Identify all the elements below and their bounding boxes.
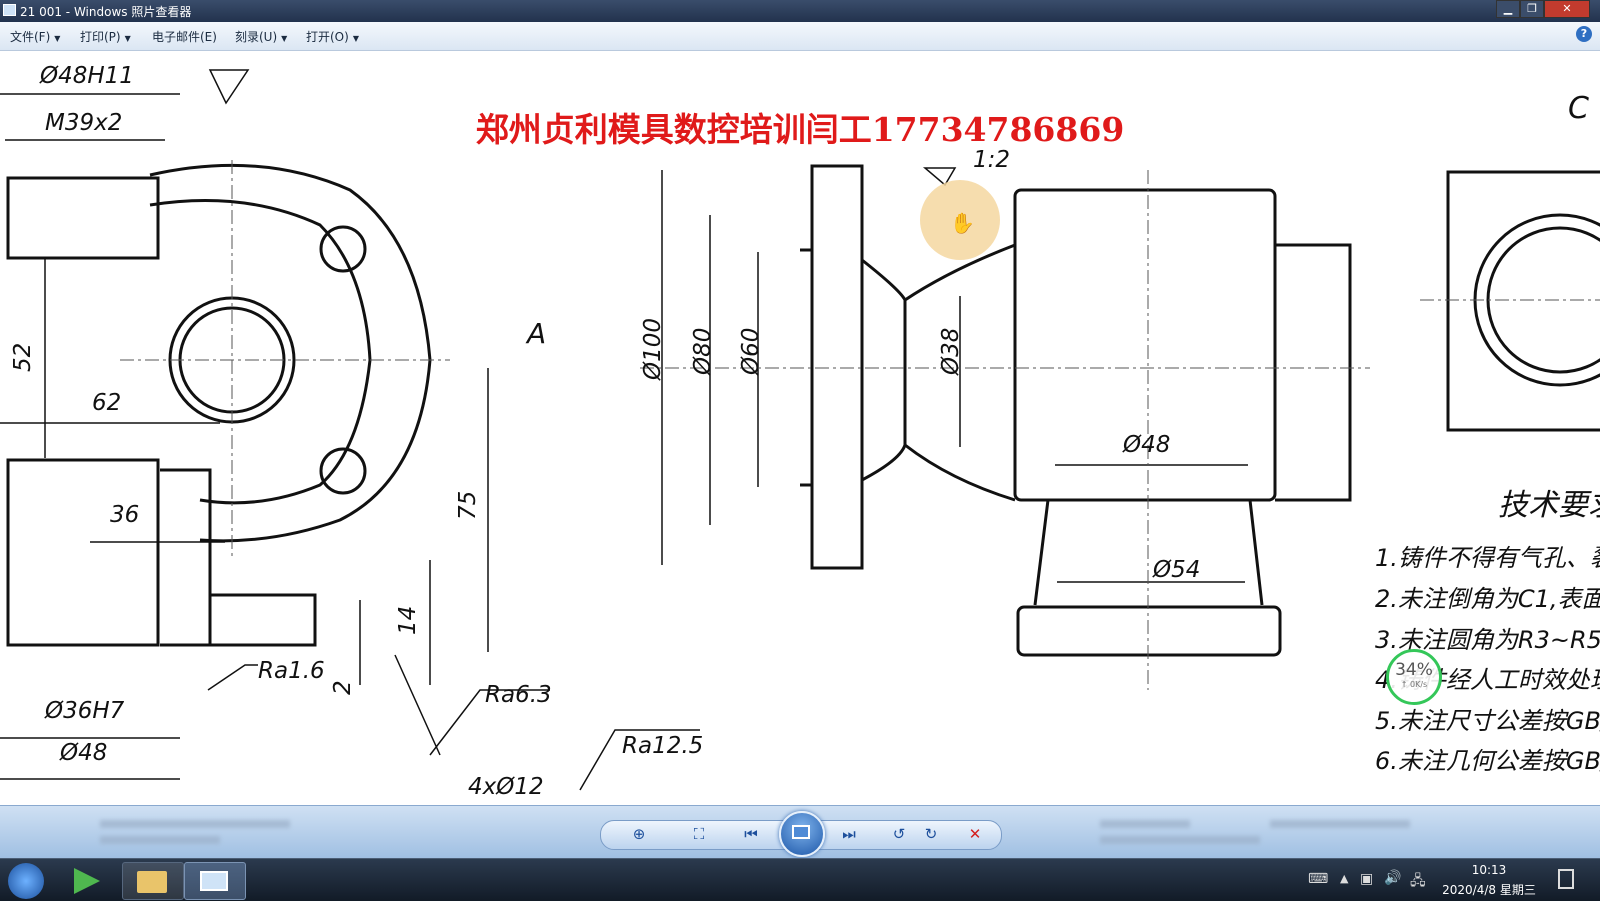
dim-label: M39x2 <box>45 110 122 136</box>
blurred-info <box>1100 836 1260 844</box>
slideshow-icon <box>792 825 810 839</box>
blurred-info <box>100 820 290 828</box>
folder-icon <box>137 871 167 893</box>
rotate-left-icon[interactable]: ↺ <box>892 825 906 843</box>
menu-open-label: 打开(O) <box>306 30 349 44</box>
menu-file[interactable]: 文件(F)▼ <box>10 28 60 45</box>
menu-open[interactable]: 打开(O)▼ <box>306 28 359 45</box>
minimize-button[interactable]: ▁ <box>1496 0 1520 18</box>
volume-icon[interactable]: 🔊 <box>1384 870 1402 886</box>
menu-file-label: 文件(F) <box>10 30 51 44</box>
taper-label: 1:2 <box>973 147 1010 173</box>
dim-label: 36 <box>110 502 139 528</box>
menu-print[interactable]: 打印(P)▼ <box>80 28 131 45</box>
blurred-info <box>100 836 220 844</box>
menu-email[interactable]: 电子邮件(E) <box>152 28 217 45</box>
viewer-toolbar: ⊕ ⛶ ⏮ ⏭ ↺ ↻ ✕ <box>0 805 1600 859</box>
taskbar: ⌨ ▲ ▣ 🔊 🖧 10:13 2020/4/8 星期三 <box>0 858 1600 901</box>
title-bar: 21 001 - Windows 照片查看器 ▁ ❐ ✕ <box>0 0 1600 22</box>
photo-viewer-app-icon <box>3 4 16 16</box>
menu-email-label: 电子邮件(E) <box>152 30 217 44</box>
show-hidden-icons[interactable]: ▲ <box>1340 872 1349 885</box>
rotate-right-icon[interactable]: ↻ <box>924 825 938 843</box>
dim-label: 75 <box>455 491 481 520</box>
front-base <box>1016 605 1282 657</box>
next-icon[interactable]: ⏭ <box>842 825 856 843</box>
clock-date[interactable]: 2020/4/8 星期三 <box>1442 883 1536 897</box>
right-view-frame <box>1446 170 1600 432</box>
dim-label: Ø54 <box>1152 557 1200 583</box>
window-title: 21 001 - Windows 照片查看器 <box>20 5 192 19</box>
tech-req-item: 1.铸件不得有气孔、裂纹及 <box>1375 544 1600 572</box>
dim-label: Ø48H11 <box>39 63 134 89</box>
roughness-label: Ra1.6 <box>258 658 325 684</box>
menu-burn-label: 刻录(U) <box>235 30 278 44</box>
tech-req-item: 5.未注尺寸公差按GB/T <box>1375 707 1600 735</box>
tech-req-item: 2.未注倒角为C1,表面粗糙 <box>1375 585 1600 613</box>
slideshow-button[interactable] <box>779 811 825 857</box>
roughness-label: Ra12.5 <box>622 733 703 759</box>
dim-label: Ø100 <box>640 318 666 381</box>
chevron-down-icon: ▼ <box>352 34 359 43</box>
front-body <box>1013 188 1277 502</box>
keyboard-icon[interactable]: ⌨ <box>1308 871 1329 887</box>
explorer-taskbar-button[interactable] <box>122 862 184 900</box>
device-icon[interactable]: ▣ <box>1360 871 1374 887</box>
speed-rate: ↑ 0K/s <box>1400 680 1428 689</box>
menu-print-label: 打印(P) <box>80 30 121 44</box>
delete-icon[interactable]: ✕ <box>968 825 982 843</box>
chevron-down-icon: ▼ <box>281 34 288 43</box>
dim-label: 2 <box>330 680 356 695</box>
dim-label: Ø38 <box>938 328 964 376</box>
network-icon[interactable]: 🖧 <box>1410 873 1426 889</box>
cursor-highlight <box>920 180 1000 260</box>
dim-label: 52 <box>10 343 36 372</box>
chevron-down-icon: ▼ <box>124 34 131 43</box>
watermark-text: 郑州贞利模具数控培训闫工17734786869 <box>475 110 1125 149</box>
dim-label: 4xØ12 <box>468 774 544 800</box>
play-icon <box>74 868 100 894</box>
maximize-button[interactable]: ❐ <box>1520 0 1544 18</box>
dim-label: Ø48 <box>59 740 107 766</box>
front-flange <box>810 164 864 570</box>
image-canvas[interactable]: Ø48H11 M39x2 52 62 36 75 14 2 Ø36H7 Ø48 … <box>0 51 1600 805</box>
dim-label: 62 <box>92 390 121 416</box>
tech-req-title: 技术要求 <box>1498 488 1600 523</box>
zoom-icon[interactable]: ⊕ <box>632 825 646 843</box>
action-center-icon[interactable] <box>1558 869 1574 889</box>
menu-burn[interactable]: 刻录(U)▼ <box>235 28 287 45</box>
chevron-down-icon: ▼ <box>54 34 61 43</box>
help-icon[interactable]: ? <box>1576 26 1592 42</box>
start-button[interactable] <box>8 863 44 899</box>
blurred-info <box>1100 820 1190 828</box>
flange-outline <box>149 163 432 543</box>
view-label: C <box>1568 91 1589 126</box>
actual-size-icon[interactable]: ⛶ <box>693 825 705 843</box>
blurred-info <box>1270 820 1410 828</box>
close-window-button[interactable]: ✕ <box>1544 0 1590 18</box>
dim-label: Ø60 <box>738 328 764 376</box>
media-player-taskbar-icon[interactable] <box>60 862 120 898</box>
speed-percent: 34% <box>1395 660 1433 680</box>
tech-req-item: 6.未注几何公差按GB/T <box>1375 747 1600 775</box>
hand-cursor-icon: ✋ <box>950 211 975 235</box>
roughness-label: Ra6.3 <box>485 682 552 708</box>
photo-viewer-taskbar-button[interactable] <box>184 862 246 900</box>
engineering-drawing: Ø48H11 M39x2 52 62 36 75 14 2 Ø36H7 Ø48 … <box>0 63 1600 800</box>
dim-label: Ø80 <box>690 328 716 376</box>
dim-label: 14 <box>395 606 421 635</box>
photo-icon <box>200 871 228 891</box>
menu-bar: 文件(F)▼ 打印(P)▼ 电子邮件(E) 刻录(U)▼ 打开(O)▼ ? <box>0 22 1600 51</box>
section-label: A <box>525 317 546 350</box>
clock-time[interactable]: 10:13 <box>1471 863 1507 877</box>
network-speed-widget[interactable]: 34% ↑ 0K/s <box>1386 649 1442 705</box>
dim-label: Ø36H7 <box>44 698 125 724</box>
dim-label: Ø48 <box>1122 432 1170 458</box>
previous-icon[interactable]: ⏮ <box>744 825 758 843</box>
